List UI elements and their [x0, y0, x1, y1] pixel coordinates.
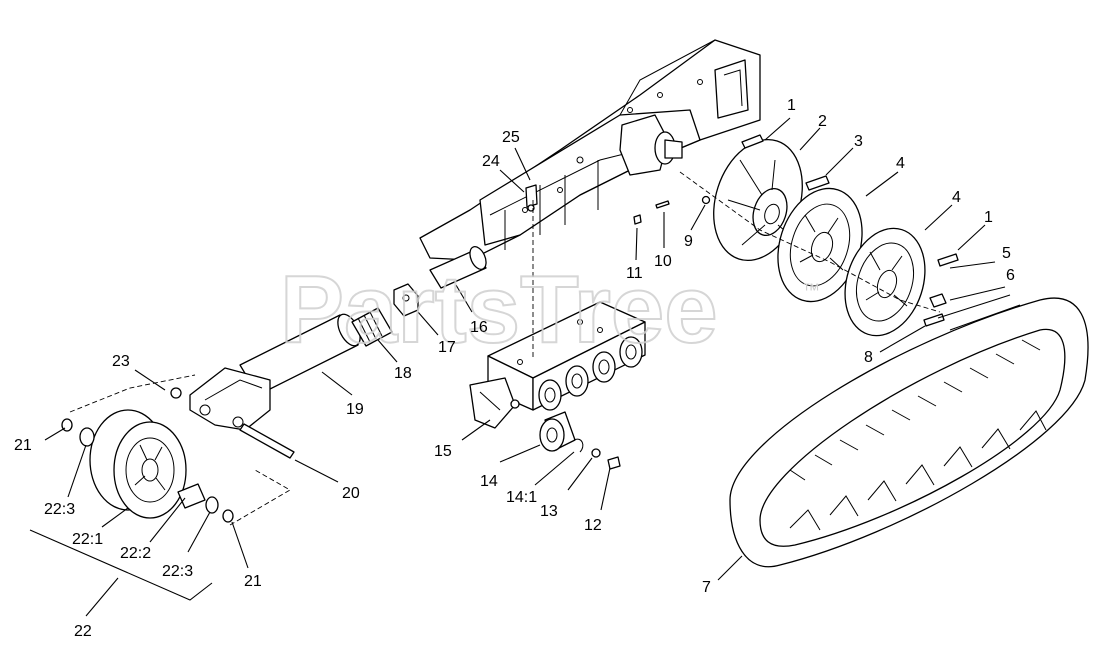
callout-12: 12 [584, 517, 602, 534]
callout-8: 8 [864, 349, 873, 366]
callout-22: 22 [74, 623, 92, 640]
drive-sprocket-plate-4a [777, 187, 863, 303]
callout-22-3: 22:3 [162, 563, 193, 580]
callout-16: 16 [470, 319, 488, 336]
callout-13: 13 [540, 503, 558, 520]
callout-20: 20 [342, 485, 360, 502]
callout-25: 25 [502, 129, 520, 146]
roller-14 [539, 411, 621, 470]
watermark-trademark: ™ [802, 280, 820, 300]
frame-assembly [419, 39, 761, 261]
callout-1: 1 [984, 209, 993, 226]
callout-23: 23 [112, 353, 130, 370]
leader-lines [44, 117, 1006, 617]
callout-22-3: 22:3 [44, 501, 75, 518]
watermark-text: PartsTree [280, 256, 718, 363]
callout-4: 4 [952, 189, 961, 206]
callout-7: 7 [702, 579, 711, 596]
callout-14-1: 14:1 [506, 489, 537, 506]
callout-21: 21 [14, 437, 32, 454]
fasteners-right [525, 134, 959, 327]
callout-5: 5 [1002, 245, 1011, 262]
callout-24: 24 [482, 153, 500, 170]
callout-1: 1 [787, 97, 796, 114]
callout-22-2: 22:2 [120, 545, 151, 562]
rubber-track-7 [729, 294, 1089, 568]
tension-tube-19 [189, 246, 487, 431]
callout-4: 4 [896, 155, 905, 172]
callout-15: 15 [434, 443, 452, 460]
callout-labels: 1 2 3 4 4 1 5 6 25 24 9 10 11 16 17 18 1… [14, 97, 1015, 640]
callout-10: 10 [654, 253, 672, 270]
axle-bolt-20 [239, 423, 295, 459]
callout-2: 2 [818, 113, 827, 130]
callout-22-1: 22:1 [72, 531, 103, 548]
nut-23 [170, 387, 182, 399]
roller-carriage-15 [469, 301, 646, 429]
idler-wheel-22 [61, 409, 234, 523]
callout-14: 14 [480, 473, 498, 490]
callout-11: 11 [626, 265, 643, 282]
callout-21: 21 [244, 573, 262, 590]
callout-6: 6 [1006, 267, 1015, 284]
callout-19: 19 [346, 401, 364, 418]
callout-9: 9 [684, 233, 693, 250]
callout-17: 17 [438, 339, 456, 356]
callout-3: 3 [854, 133, 863, 150]
assembly-bracket-22 [29, 529, 213, 601]
drive-sprocket-plate-4b [844, 227, 926, 337]
callout-18: 18 [394, 365, 412, 382]
